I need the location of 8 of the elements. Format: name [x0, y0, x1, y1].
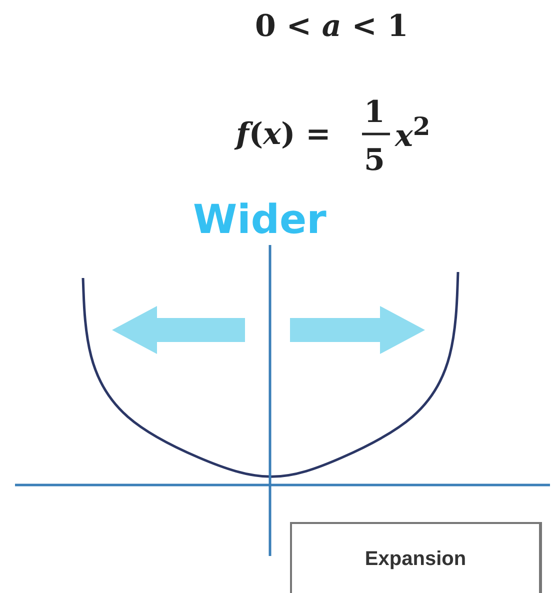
equation: x$^{2}$ [395, 114, 430, 152]
equation: f(x) = [236, 120, 331, 150]
heading: Wider [193, 200, 326, 240]
equation: 0 < a < 1 [255, 12, 408, 42]
label-box [290, 522, 542, 593]
numerator: 1 [364, 98, 385, 128]
box-label: Expansion [364, 548, 466, 571]
denominator: 5 [364, 146, 385, 176]
